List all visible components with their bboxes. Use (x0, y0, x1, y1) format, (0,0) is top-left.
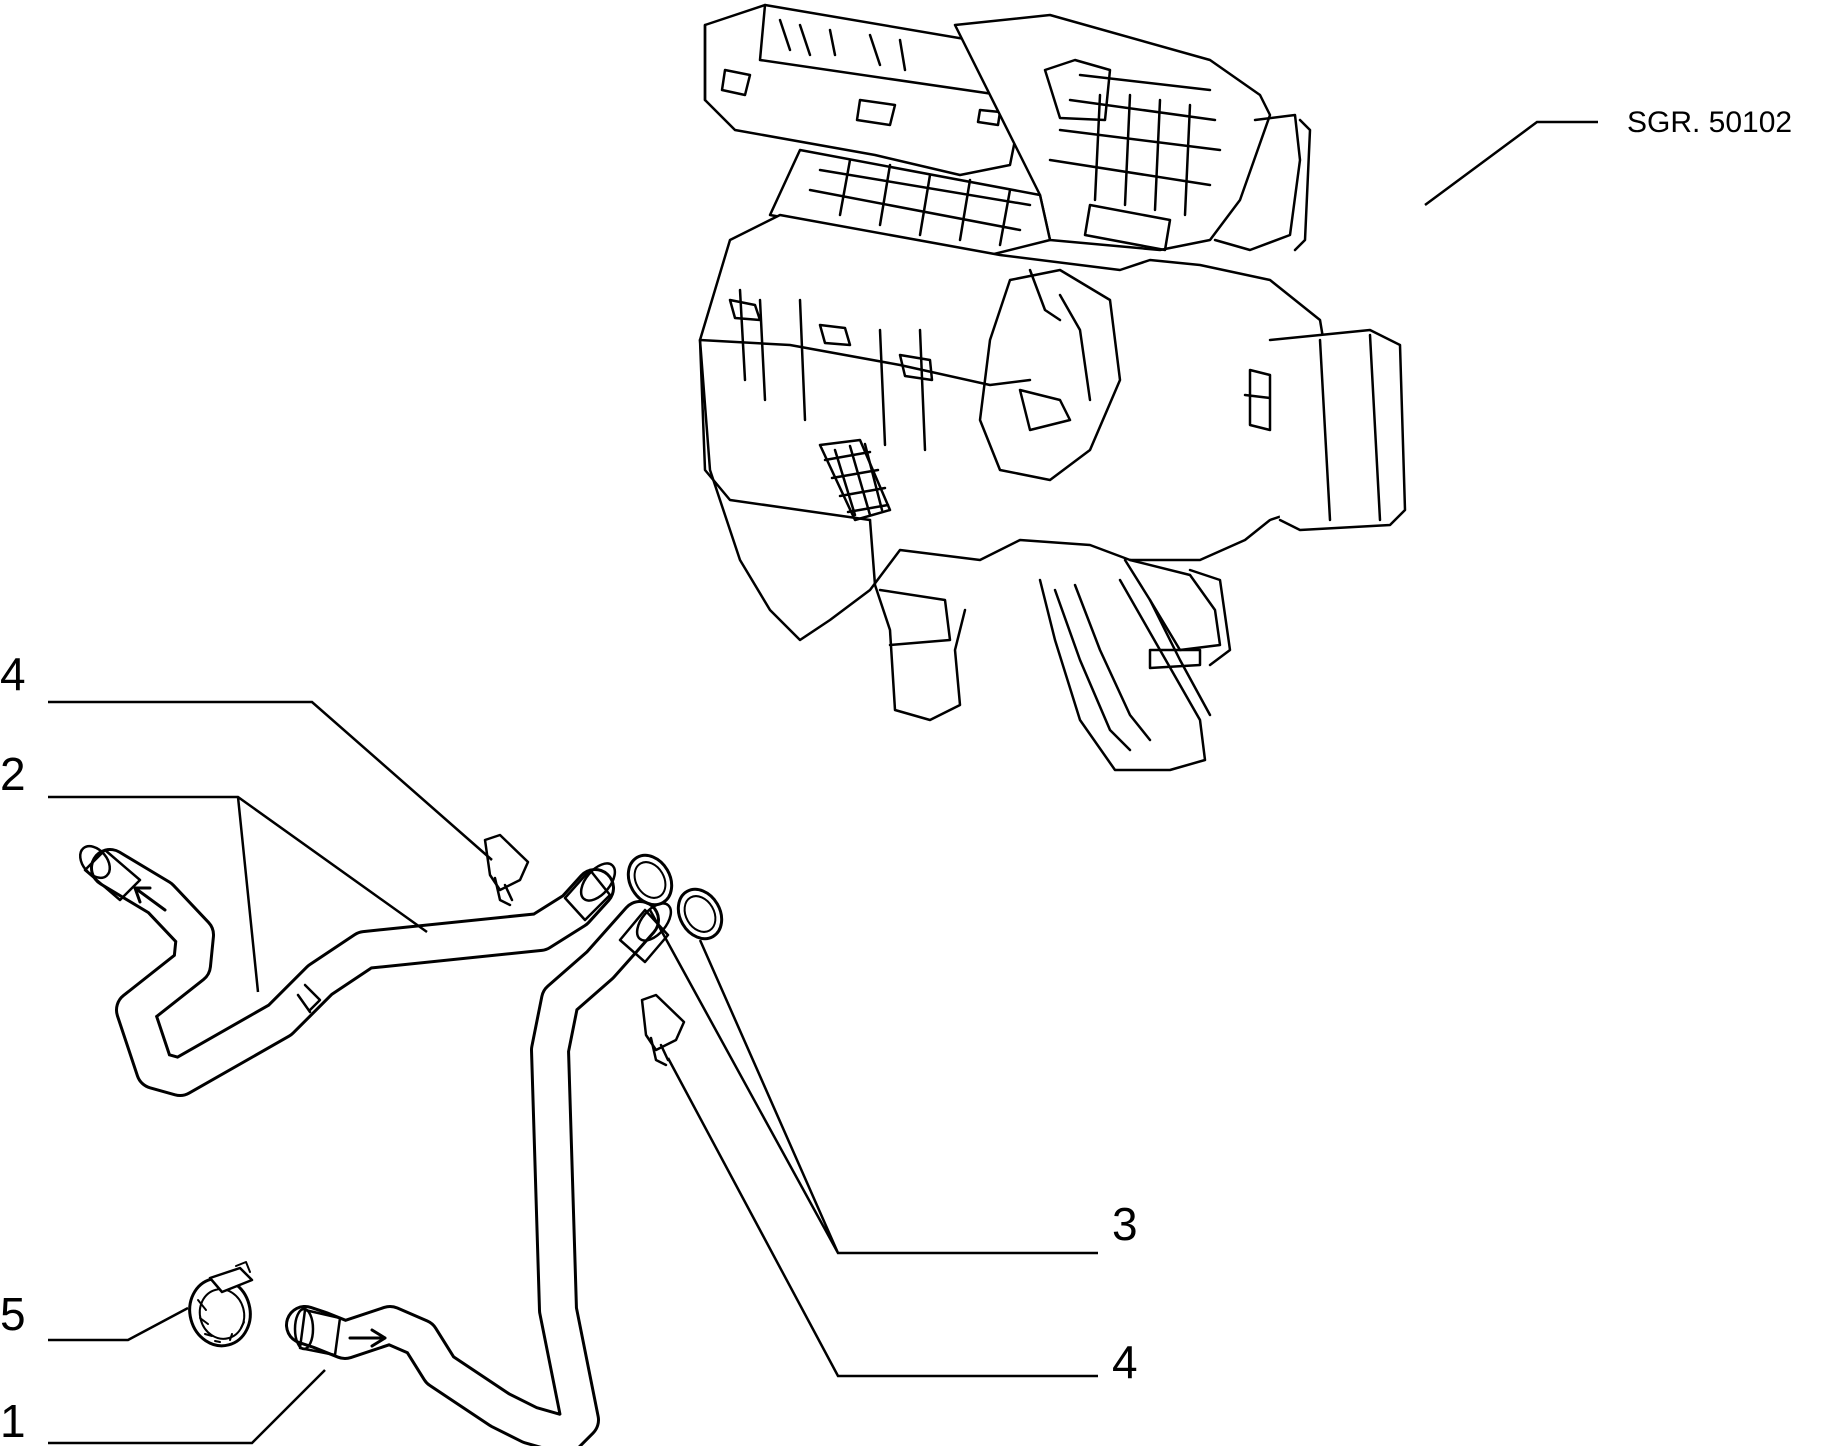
callout-4-upper: 4 (0, 648, 26, 700)
leader-1 (48, 1369, 326, 1445)
callout-2: 2 (0, 748, 26, 800)
clip-upper (483, 833, 530, 907)
heater-unit-assembly (698, 3, 1407, 772)
callout-3: 3 (1112, 1198, 1138, 1250)
leader-4-lower (666, 1057, 1098, 1378)
o-rings (626, 853, 724, 941)
reference-leader-line (1424, 120, 1598, 207)
clip-lower (640, 993, 686, 1067)
hose-1 (285, 900, 673, 1446)
callout-4-lower: 4 (1112, 1336, 1138, 1388)
leader-5 (48, 1306, 189, 1342)
hose-clamp (188, 1261, 254, 1348)
hose-2 (78, 844, 617, 1097)
callout-1: 1 (0, 1395, 26, 1446)
callout-5: 5 (0, 1288, 26, 1340)
reference-label: SGR. 50102 (1627, 106, 1792, 139)
leader-3 (648, 909, 1098, 1255)
leader-4-upper (48, 700, 493, 861)
leader-2 (48, 795, 428, 993)
